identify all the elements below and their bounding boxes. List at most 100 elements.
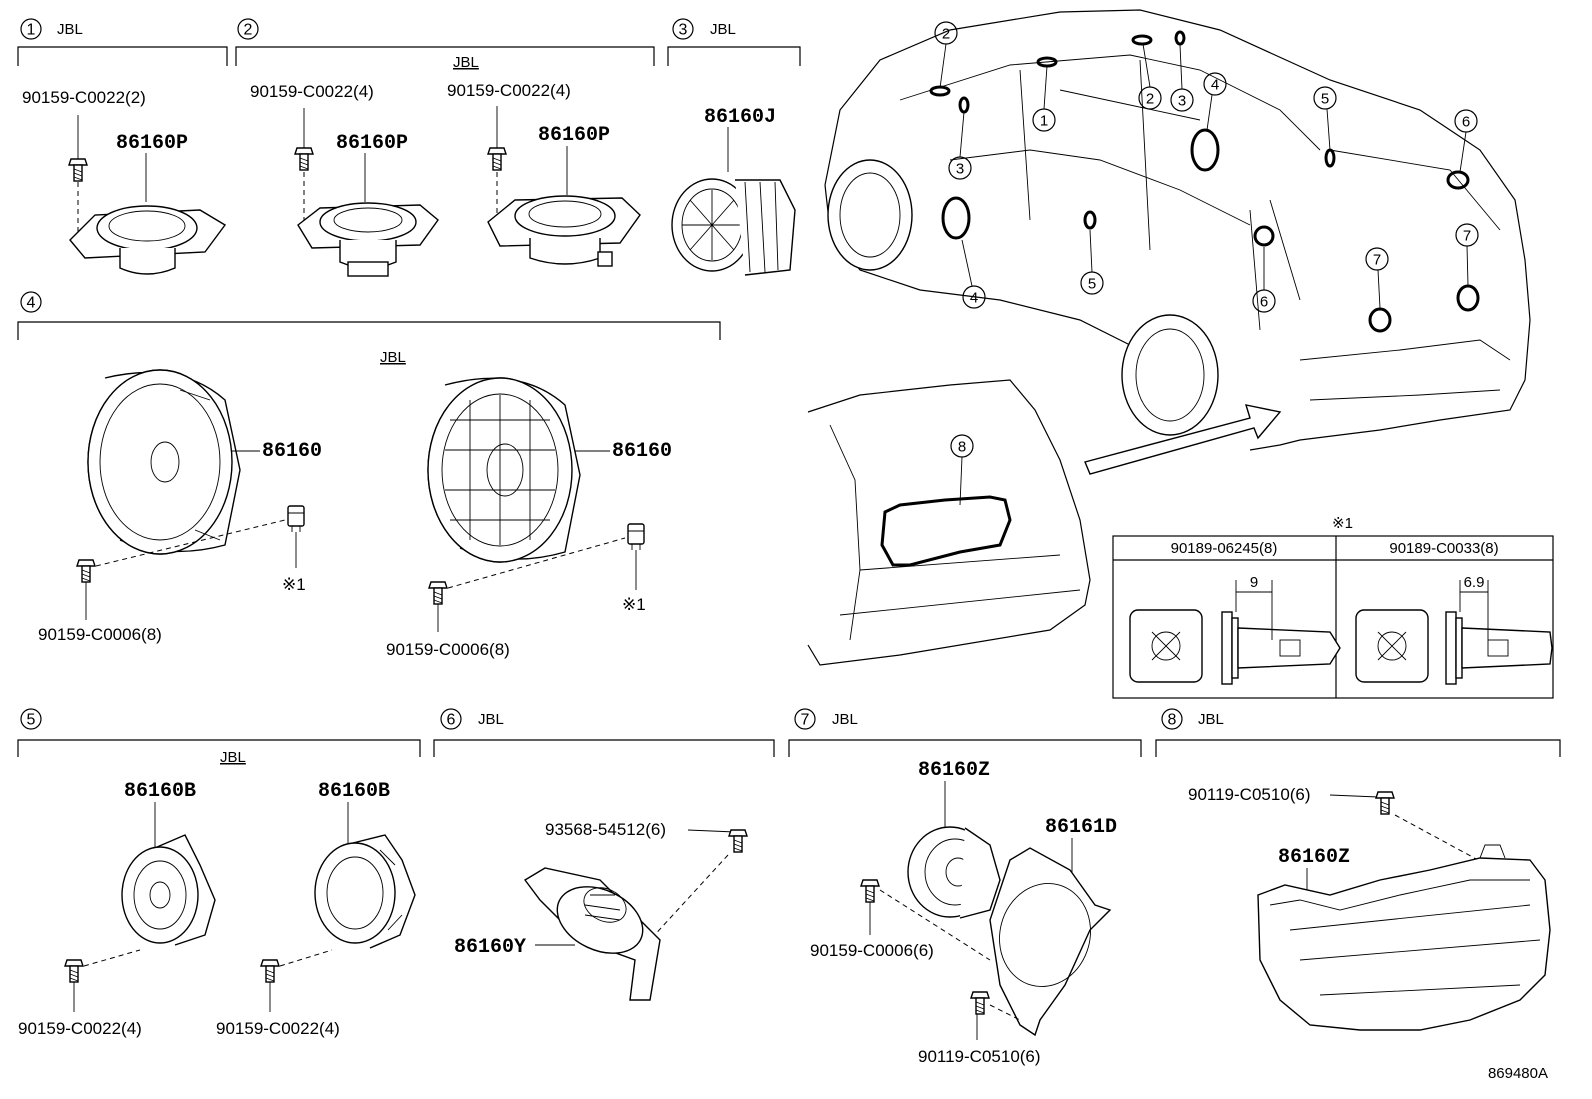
section-5: 5 JBL 86160B 90159-C0022(4) 86160B 90159…: [17, 708, 421, 1038]
clip-icon: [287, 505, 305, 533]
callout-number: 6: [1260, 294, 1268, 311]
section-5-number: 5: [27, 712, 36, 729]
clip-table-col-2-part-no: 90189-C0033(8): [1389, 540, 1498, 557]
section-8-amplifier-part-no: 86160Z: [1278, 846, 1350, 869]
vehicle-speaker-positions: [929, 30, 1480, 333]
clip-side-view-icon: [1221, 611, 1341, 685]
callout-number: 7: [1373, 252, 1381, 269]
clip-table-title: ※1: [1332, 515, 1353, 532]
diagram-id: 869480A: [1488, 1065, 1548, 1082]
section-7-number: 7: [801, 712, 810, 729]
section-6-speaker-part-no: 86160Y: [454, 936, 526, 959]
callout-number: 2: [942, 26, 950, 43]
section-3-speaker-part-no: 86160J: [704, 106, 776, 129]
clip-front-view-icon: [1129, 609, 1203, 683]
section-5-speaker-part-no-a: 86160B: [124, 780, 196, 803]
section-4-bolt-part-no-b: 90159-C0006(8): [386, 640, 510, 659]
arrow-icon: [1084, 404, 1282, 475]
section-4-clip-ref-b: ※1: [622, 595, 646, 614]
woofer-speaker-icon: [427, 377, 581, 563]
clip-table-frame: [1112, 535, 1554, 699]
tweeter-speaker-icon: [297, 202, 439, 277]
bolt-icon: [68, 158, 88, 182]
clip-dimension-1: 9: [1250, 574, 1258, 591]
callout-number: 8: [958, 439, 966, 456]
midrange-speaker-icon: [671, 178, 796, 276]
callout-number: 2: [1146, 91, 1154, 108]
section-7-bolt-part-no-a: 90159-C0006(6): [810, 941, 934, 960]
bolt-icon: [428, 581, 448, 605]
bolt-icon: [260, 959, 280, 983]
section-1-number-circle: [20, 18, 42, 40]
section-7-label: JBL: [832, 711, 858, 728]
section-6-number: 6: [447, 712, 456, 729]
tweeter-speaker-icon: [121, 834, 216, 946]
section-2-speaker-part-no-a: 86160P: [336, 132, 408, 155]
tweeter-speaker-icon: [314, 834, 416, 949]
section-1: 1 JBL 90159-C0022(2) 86160P: [17, 18, 228, 275]
section-7-speaker-part-no: 86160Z: [918, 759, 990, 782]
section-5-speaker-part-no-b: 86160B: [318, 780, 390, 803]
vehicle-callouts: 2 3 1 2 3 4 5 6 4 5 6 7 7 8: [934, 21, 1479, 506]
section-8-bolt-part-no: 90119-C0510(6): [1188, 785, 1311, 804]
bolt-icon: [860, 879, 880, 903]
bolt-icon: [970, 991, 990, 1015]
section-6-bolt-part-no: 93568-54512(6): [545, 820, 666, 839]
clip-table-col-1-part-no: 90189-06245(8): [1171, 540, 1278, 557]
callout-number: 5: [1321, 91, 1329, 108]
amplifier-unit-icon: [1257, 844, 1551, 1031]
callout-number: 1: [1040, 113, 1048, 130]
callout-number: 6: [1462, 114, 1470, 131]
section-6-label: JBL: [478, 711, 504, 728]
section-8: 8 JBL 90119-C0510(6) 86160Z: [1155, 708, 1561, 1031]
section-2-sub-label: JBL: [453, 54, 479, 71]
subwoofer-speaker-icon: [523, 867, 661, 1001]
woofer-speaker-icon: [87, 369, 241, 555]
section-1-speaker-part-no: 86160P: [116, 132, 188, 155]
tweeter-speaker-icon: [69, 205, 227, 275]
section-5-bolt-part-no-b: 90159-C0022(4): [216, 1019, 340, 1038]
bolt-icon: [728, 829, 748, 853]
tweeter-speaker-icon: [487, 195, 641, 267]
section-5-bolt-part-no-a: 90159-C0022(4): [18, 1019, 142, 1038]
section-4: 4 JBL 86160 ※1 90159-C0006(8) 86160: [17, 291, 721, 659]
section-4-bolt-part-no-a: 90159-C0006(8): [38, 625, 162, 644]
callout-number: 3: [1178, 93, 1186, 110]
section-2-bolt-part-no-b: 90159-C0022(4): [447, 81, 571, 100]
clip-dimension-2: 6.9: [1464, 574, 1485, 591]
callout-number: 5: [1088, 276, 1096, 293]
vehicle-overview: 2 3 1 2 3 4 5 6 4 5 6 7 7 8: [807, 9, 1531, 666]
section-8-number: 8: [1168, 712, 1177, 729]
section-3-label: JBL: [710, 21, 736, 38]
bolt-icon: [64, 959, 84, 983]
section-7: 7 JBL 86160Z 86161D 90159-C0006(6) 90119…: [788, 708, 1142, 1066]
speaker-bracket-icon: [989, 847, 1112, 1037]
clip-table: ※1 90189-06245(8) 90189-C0033(8) 9: [1112, 515, 1554, 699]
clip-front-view-icon: [1355, 609, 1429, 683]
section-1-bolt-part-no: 90159-C0022(2): [22, 88, 146, 107]
bolt-icon: [487, 147, 507, 171]
section-2: 2 JBL 90159-C0022(4) 86160P 90159-C0022(…: [235, 18, 655, 277]
rear-hatch-detail: [807, 379, 1091, 666]
section-4-speaker-part-no-b: 86160: [612, 440, 672, 463]
section-1-number: 1: [27, 22, 36, 39]
callout-number: 4: [970, 290, 978, 307]
section-7-bolt-part-no-b: 90119-C0510(6): [918, 1047, 1041, 1066]
section-2-number: 2: [244, 22, 253, 39]
clip-side-view-icon: [1445, 611, 1553, 685]
section-2-bolt-part-no-a: 90159-C0022(4): [250, 82, 374, 101]
callout-number: 7: [1463, 228, 1471, 245]
clip-icon: [627, 523, 645, 551]
section-5-sub-label: JBL: [220, 749, 246, 766]
section-4-speaker-part-no-a: 86160: [262, 440, 322, 463]
section-6: 6 JBL 93568-54512(6) 86160Y: [433, 708, 775, 1001]
vehicle-outline-icon: [824, 9, 1531, 451]
section-7-bracket-part-no: 86161D: [1045, 816, 1117, 839]
section-4-sub-label: JBL: [380, 349, 406, 366]
bolt-icon: [294, 147, 314, 171]
rear-speaker-icon: [907, 826, 1001, 919]
section-2-speaker-part-no-b: 86160P: [538, 124, 610, 147]
callout-number: 3: [956, 161, 964, 178]
callout-number: 4: [1211, 77, 1219, 94]
